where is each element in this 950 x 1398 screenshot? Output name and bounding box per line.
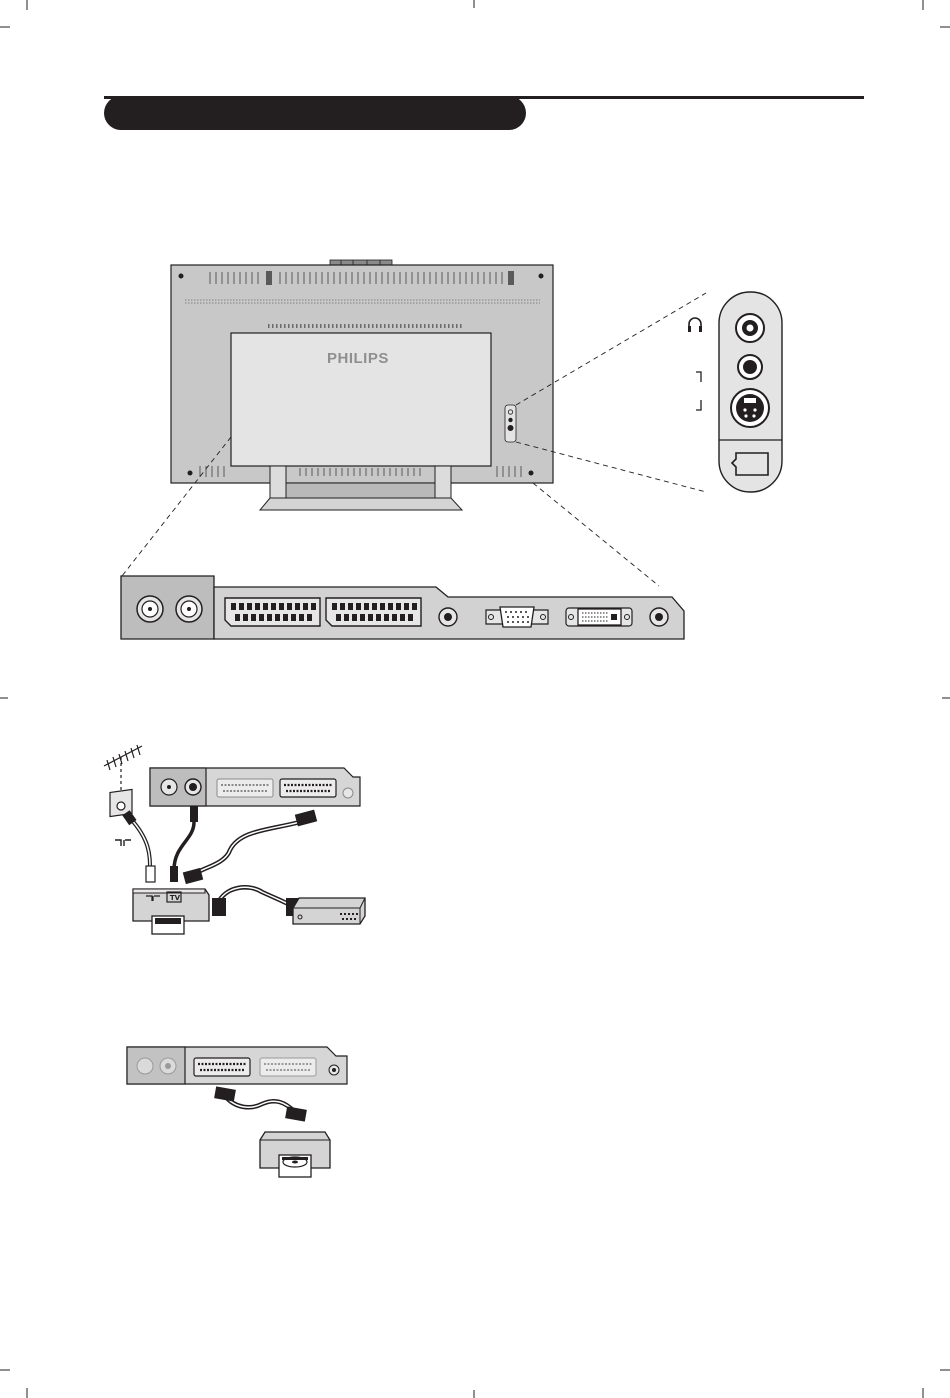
scart-cable-icon <box>225 1096 295 1112</box>
dvd-player-icon <box>260 1132 330 1177</box>
